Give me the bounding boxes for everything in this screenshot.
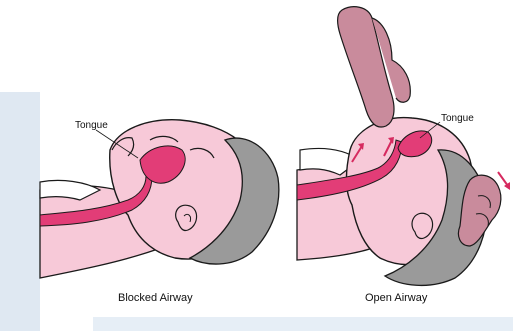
open-airway-figure: [297, 7, 510, 286]
caption-open-airway: Open Airway: [365, 292, 427, 304]
tongue-label-open: Tongue: [441, 113, 474, 124]
tongue-label-blocked: Tongue: [75, 120, 108, 131]
upper-hand: [338, 7, 394, 127]
blocked-airway-figure: [40, 120, 279, 278]
caption-blocked-airway: Blocked Airway: [118, 292, 193, 304]
